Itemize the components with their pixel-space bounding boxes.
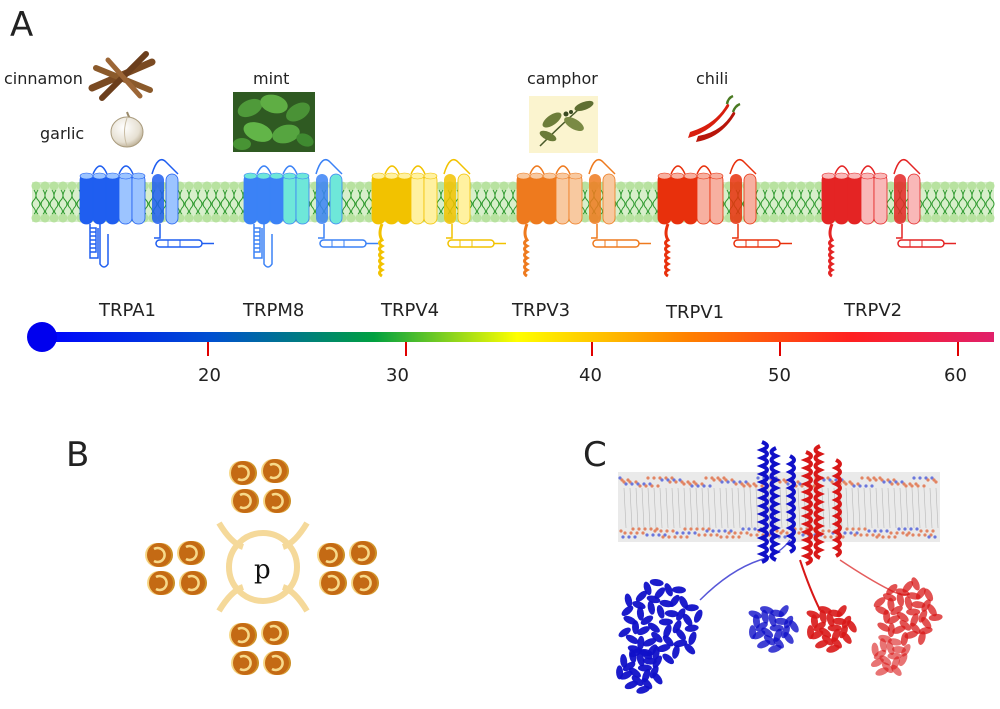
channel-trpv2 bbox=[821, 159, 956, 278]
channel-trpm8 bbox=[243, 159, 378, 268]
garlic-image bbox=[110, 111, 144, 148]
channel-label-trpa1: TRPA1 bbox=[98, 300, 156, 321]
channel-label-trpv1: TRPV1 bbox=[665, 302, 724, 323]
temperature-gradient-bar bbox=[40, 332, 994, 342]
channel-trpa1 bbox=[79, 159, 214, 268]
channel-label-trpm8: TRPM8 bbox=[242, 300, 304, 321]
stimulus-label-mint: mint bbox=[253, 69, 289, 88]
cinnamon-image bbox=[88, 51, 156, 101]
tick-label: 50 bbox=[768, 365, 791, 386]
channel-trpv4 bbox=[371, 159, 506, 278]
channel-structure-in-membrane bbox=[616, 440, 943, 694]
channel-label-trpv2: TRPV2 bbox=[843, 300, 902, 321]
channel-label-trpv4: TRPV4 bbox=[380, 300, 439, 321]
tick-label: 30 bbox=[386, 365, 409, 386]
temperature-scale: 20 30 40 50 60 bbox=[27, 322, 994, 386]
stimulus-label-chili: chili bbox=[696, 69, 728, 88]
tick-label: 60 bbox=[944, 365, 967, 386]
panel-label-b: B bbox=[66, 435, 89, 475]
channel-label-trpv3: TRPV3 bbox=[511, 300, 570, 321]
channel-trpv3 bbox=[516, 159, 651, 278]
panel-label-a: A bbox=[10, 5, 33, 45]
stimulus-label-camphor: camphor bbox=[527, 69, 598, 88]
chili-image bbox=[688, 94, 741, 142]
tick-label: 20 bbox=[198, 365, 221, 386]
pore-label: p bbox=[254, 555, 271, 585]
temperature-scale-start-dot bbox=[27, 322, 57, 352]
mint-image bbox=[233, 92, 315, 152]
stimulus-label-cinnamon: cinnamon bbox=[4, 69, 83, 88]
channel-trpv1 bbox=[657, 159, 792, 278]
camphor-image bbox=[529, 96, 598, 153]
channel-tetramer-top-view bbox=[145, 459, 379, 675]
panel-label-c: C bbox=[583, 435, 607, 475]
trp-channels bbox=[79, 159, 956, 278]
tick-label: 40 bbox=[579, 365, 602, 386]
stimulus-label-garlic: garlic bbox=[40, 124, 84, 143]
